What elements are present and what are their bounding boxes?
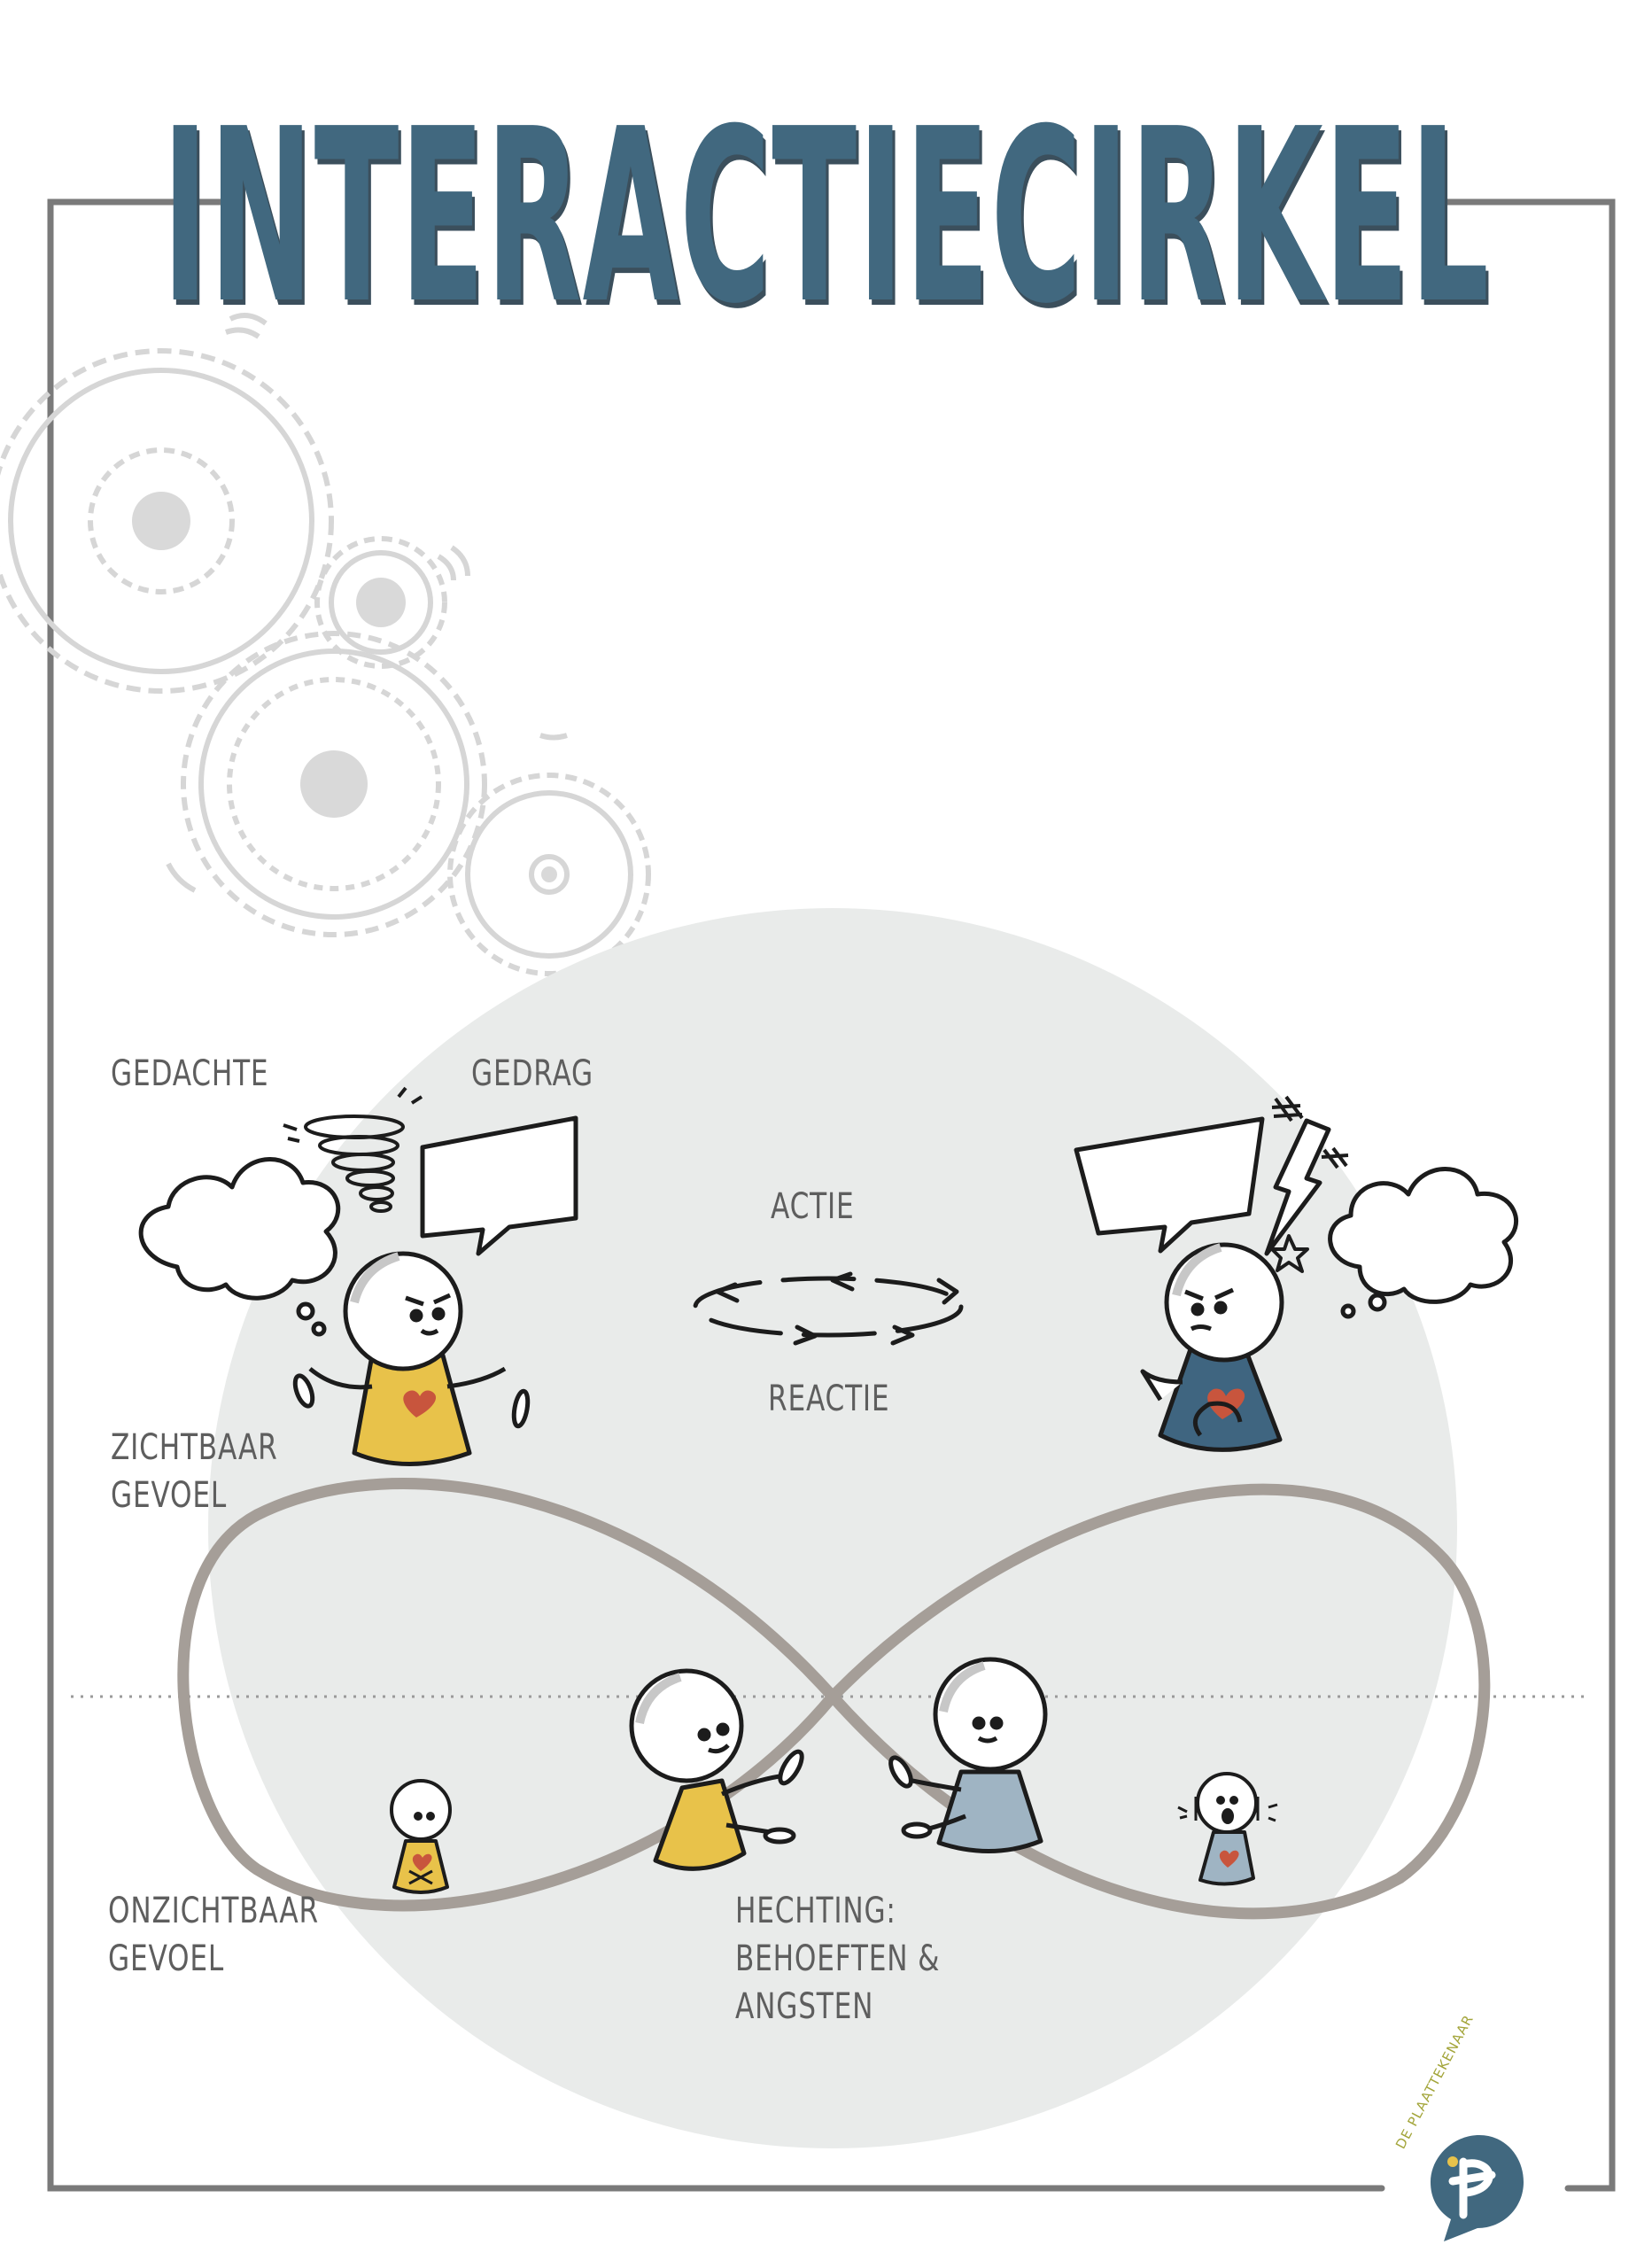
action-reaction-cycle-icon: [693, 1271, 964, 1346]
label-reactie: REACTIE: [768, 1379, 890, 1419]
logo: [1431, 2135, 1524, 2241]
page-title: INTERACTIECIRKEL: [161, 77, 1491, 356]
label-line: ANGSTEN: [735, 1986, 874, 2027]
frame: [47, 198, 1616, 2192]
head: [933, 1657, 1048, 1772]
gear-icon: [181, 631, 487, 937]
label-hechting: HECHTING: BEHOEFTEN & ANGSTEN: [735, 1887, 940, 2031]
label-line: BEHOEFTEN &: [735, 1938, 941, 1979]
heart-icon: [403, 1390, 437, 1418]
person-right-top: [1074, 1095, 1519, 1452]
label-line: GEVOEL: [108, 1938, 225, 1979]
label-line: ZICHTBAAR: [111, 1427, 278, 1468]
gear-icon: [314, 536, 447, 669]
speech-bubble: [420, 1115, 578, 1256]
person-left-small: [390, 1779, 452, 1894]
speech-bubble: [1074, 1116, 1265, 1254]
heart-icon: [412, 1853, 432, 1871]
person-right-small: [1177, 1772, 1278, 1886]
tornado-icon: [283, 1086, 423, 1213]
body: [653, 1778, 747, 1871]
head: [1196, 1772, 1258, 1834]
person-center-left: [629, 1668, 804, 1871]
label-line: HECHTING:: [735, 1891, 896, 1931]
body: [936, 1769, 1043, 1854]
head: [390, 1779, 452, 1841]
label-onzichtbaar-gevoel: ONZICHTBAAR GEVOEL: [108, 1887, 319, 1983]
person-left-top: [138, 1086, 578, 1466]
label-gedrag: GEDRAG: [471, 1053, 593, 1094]
label-line: ONZICHTBAAR: [108, 1891, 319, 1931]
label-gedachte: GEDACHTE: [111, 1053, 269, 1094]
label-line: GEVOEL: [111, 1475, 228, 1516]
label-actie: ACTIE: [771, 1186, 855, 1227]
label-zichtbaar-gevoel: ZICHTBAAR GEVOEL: [111, 1424, 278, 1519]
gear-icon: [0, 348, 334, 694]
lightning-icon: [1264, 1095, 1349, 1273]
thought-cloud: [1328, 1167, 1519, 1304]
heart-icon: [1219, 1850, 1239, 1868]
infinity-loop: [177, 1478, 1491, 1920]
person-center-right: [888, 1657, 1048, 1854]
thought-cloud: [138, 1157, 341, 1301]
head: [343, 1251, 463, 1371]
gears-illustration: [0, 313, 651, 1011]
gear-icon: [447, 773, 651, 976]
